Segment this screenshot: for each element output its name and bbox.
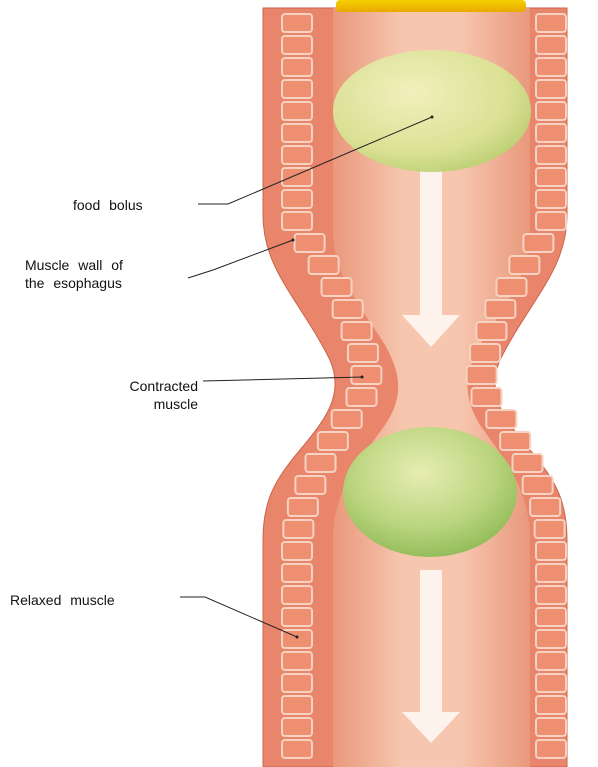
muscle-cell-left (282, 146, 312, 164)
muscle-cell-right (530, 498, 560, 516)
muscle-cell-left (318, 432, 348, 450)
muscle-cell-left (282, 586, 312, 604)
food-bolus-lower (343, 427, 517, 557)
muscle-cell-right (536, 608, 566, 626)
muscle-cell-left (282, 740, 312, 758)
muscle-cell-right (536, 168, 566, 186)
muscle-cell-right (536, 58, 566, 76)
muscle-cell-left (282, 124, 312, 142)
muscle-cell-left (283, 520, 313, 538)
muscle-cell-right (523, 234, 553, 252)
muscle-cell-left (306, 454, 336, 472)
top-cap (336, 0, 526, 12)
muscle-cell-left (282, 542, 312, 560)
muscle-cell-left (333, 300, 363, 318)
label-food-bolus-text: food bolus (73, 196, 143, 214)
muscle-cell-right (536, 564, 566, 582)
muscle-cell-right (470, 344, 500, 362)
muscle-cell-right (509, 256, 539, 274)
muscle-cell-left (282, 608, 312, 626)
muscle-cell-right (536, 36, 566, 54)
muscle-cell-right (485, 300, 515, 318)
label-muscle-wall: Muscle wall of the esophagus (25, 256, 123, 292)
muscle-cell-right (536, 630, 566, 648)
muscle-cell-right (536, 740, 566, 758)
muscle-cell-left (342, 322, 372, 340)
muscle-cell-left (309, 256, 339, 274)
muscle-cell-right (496, 278, 526, 296)
muscle-cell-right (536, 102, 566, 120)
muscle-cell-right (536, 652, 566, 670)
muscle-cell-left (282, 212, 312, 230)
muscle-cell-right (536, 586, 566, 604)
muscle-cell-right (523, 476, 553, 494)
muscle-cell-right (536, 674, 566, 692)
muscle-cell-left (322, 278, 352, 296)
muscle-cell-right (536, 14, 566, 32)
muscle-cell-left (282, 674, 312, 692)
muscle-cell-left (282, 190, 312, 208)
muscle-cell-right (486, 410, 516, 428)
muscle-cell-right (536, 696, 566, 714)
muscle-cell-right (536, 190, 566, 208)
muscle-cell-right (467, 366, 497, 384)
muscle-cell-left (282, 80, 312, 98)
muscle-cell-right (536, 124, 566, 142)
muscle-cell-left (282, 564, 312, 582)
muscle-cell-left (282, 14, 312, 32)
label-muscle-wall-line2: the esophagus (25, 274, 123, 292)
muscle-cell-right (535, 520, 565, 538)
muscle-cell-left (348, 344, 378, 362)
muscle-cell-right (476, 322, 506, 340)
muscle-cell-right (512, 454, 542, 472)
muscle-cell-left (332, 410, 362, 428)
muscle-cell-right (536, 212, 566, 230)
muscle-cell-right (471, 388, 501, 406)
muscle-cell-right (536, 80, 566, 98)
muscle-cell-left (282, 36, 312, 54)
muscle-cell-left (282, 652, 312, 670)
label-relaxed-muscle: Relaxed muscle (10, 591, 115, 609)
muscle-cell-left (288, 498, 318, 516)
label-contracted-muscle: Contracted muscle (88, 377, 198, 413)
food-bolus-upper (333, 50, 531, 172)
muscle-cell-right (536, 542, 566, 560)
muscle-cell-left (295, 234, 325, 252)
muscle-cell-left (351, 366, 381, 384)
label-relaxed-text: Relaxed muscle (10, 591, 115, 609)
muscle-cell-left (282, 102, 312, 120)
label-food-bolus: food bolus (73, 196, 143, 214)
muscle-cell-right (536, 146, 566, 164)
muscle-cell-left (282, 168, 312, 186)
label-contracted-line2: muscle (88, 395, 198, 413)
muscle-cell-left (295, 476, 325, 494)
muscle-cell-left (282, 718, 312, 736)
muscle-cell-left (282, 696, 312, 714)
muscle-cell-right (536, 718, 566, 736)
muscle-cell-right (500, 432, 530, 450)
label-contracted-line1: Contracted (88, 377, 198, 395)
muscle-cell-left (282, 58, 312, 76)
label-muscle-wall-line1: Muscle wall of (25, 256, 123, 274)
muscle-cell-left (347, 388, 377, 406)
